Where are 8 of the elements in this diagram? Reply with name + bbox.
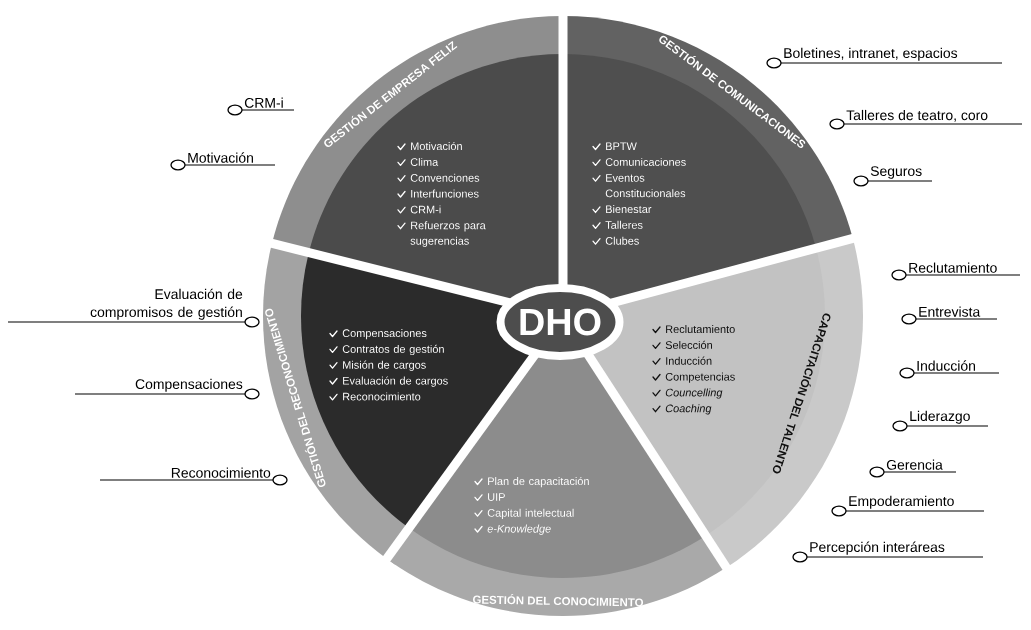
callout-label: Entrevista bbox=[901, 306, 998, 325]
callout-label: Liderazgo bbox=[892, 410, 989, 432]
callout-label: Compensaciones bbox=[74, 378, 260, 400]
callout-label: Reclutamiento bbox=[891, 262, 1021, 281]
callout-label: Evaluación de compromisos de gestión bbox=[7, 288, 260, 328]
callout-label: Gerencia bbox=[869, 459, 957, 478]
callout-label: Inducción bbox=[899, 360, 1000, 379]
callout-label: Seguros bbox=[853, 166, 933, 187]
